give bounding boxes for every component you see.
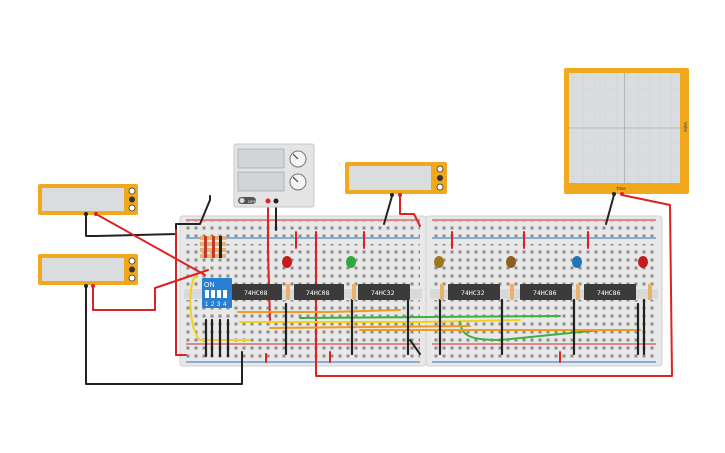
led-blue[interactable]: [572, 256, 582, 268]
probe-terminal-red[interactable]: [91, 284, 95, 288]
chip-label: 74HC08: [306, 289, 330, 297]
knob-icon[interactable]: [129, 266, 135, 273]
chip-u1[interactable]: 74HC08: [232, 284, 282, 300]
psu-current-display: [237, 171, 285, 192]
power-supply[interactable]: OFF: [233, 143, 315, 208]
chip-u5[interactable]: 74HC86: [520, 284, 572, 300]
top-power-rail[interactable]: [186, 221, 420, 237]
wire-black-bridge[interactable]: [409, 339, 421, 355]
scope-probe-red[interactable]: [620, 192, 624, 196]
oscilloscope[interactable]: Time Volts: [564, 68, 689, 196]
resistors[interactable]: [286, 284, 652, 300]
psu-terminal-negative[interactable]: [273, 198, 279, 204]
chip-u4[interactable]: 74HC32: [448, 284, 500, 300]
probe-terminal-black[interactable]: [84, 212, 88, 216]
knob-icon[interactable]: [436, 183, 444, 191]
meter-screen: [42, 258, 124, 281]
chip-u2[interactable]: 74HC08: [294, 284, 344, 300]
meter-screen: [42, 188, 124, 211]
scope-y-label: Volts: [683, 122, 688, 133]
knob-icon[interactable]: [128, 204, 136, 212]
dip-num-1: 1: [205, 302, 209, 308]
probe-terminal-black[interactable]: [84, 284, 88, 288]
resistor-pack[interactable]: [200, 236, 226, 258]
probe-terminal-red[interactable]: [94, 212, 98, 216]
knob-icon[interactable]: [437, 175, 443, 181]
wires[interactable]: [85, 194, 673, 385]
chip-label: 74HC32: [461, 289, 485, 297]
wire-rail-red-left[interactable]: [175, 229, 187, 356]
probe-terminal-black[interactable]: [390, 193, 394, 197]
scope-probe-black[interactable]: [612, 192, 616, 196]
dip-num-3: 3: [217, 302, 221, 308]
knob-icon[interactable]: [128, 257, 136, 265]
terminal-strip-upper[interactable]: [432, 244, 656, 290]
chip-label: 74HC86: [533, 289, 557, 297]
wire-meter2-black[interactable]: [85, 286, 243, 385]
top-power-rail[interactable]: [432, 221, 656, 237]
dip-lever-3[interactable]: [217, 290, 221, 298]
dip-lever-4[interactable]: [223, 290, 227, 298]
dip-num-2: 2: [211, 302, 215, 308]
psu-voltage-display: [237, 148, 285, 169]
knob-icon[interactable]: [128, 274, 136, 282]
multimeter-3[interactable]: [345, 162, 447, 197]
wire-meter3-red[interactable]: [399, 195, 421, 227]
chip-u3[interactable]: 74HC32: [358, 284, 410, 300]
chip-label: 74HC86: [597, 289, 621, 297]
probe-terminal-red[interactable]: [398, 193, 402, 197]
dip-switch[interactable]: ON 1 2 3 4: [202, 278, 232, 308]
chip-label: 74HC32: [371, 289, 395, 297]
led-red-1[interactable]: [282, 256, 292, 268]
knob-icon[interactable]: [129, 196, 135, 203]
power-toggle-label: OFF: [248, 199, 257, 204]
dip-on-label: ON: [204, 282, 215, 289]
wire-green-1[interactable]: [299, 315, 561, 319]
wire-meter2-red[interactable]: [92, 269, 209, 311]
leds[interactable]: [282, 256, 648, 268]
wire-yellow-2[interactable]: [239, 319, 521, 323]
led-olive[interactable]: [434, 256, 444, 268]
bottom-power-rail[interactable]: [186, 345, 420, 361]
bottom-power-rail[interactable]: [432, 345, 656, 361]
knob-icon[interactable]: [128, 187, 136, 195]
dip-lever-2[interactable]: [211, 290, 215, 298]
wire-yellow-1[interactable]: [189, 275, 251, 341]
meter-screen: [349, 166, 431, 190]
wire-scope-black[interactable]: [605, 194, 615, 225]
chip-label: 74HC08: [244, 289, 268, 297]
psu-terminal-positive[interactable]: [265, 198, 271, 204]
multimeter-1[interactable]: [38, 184, 138, 216]
wire-meter1-red[interactable]: [95, 213, 206, 276]
wire-meter3-black[interactable]: [383, 195, 393, 225]
dip-lever-1[interactable]: [205, 290, 209, 298]
led-green[interactable]: [346, 256, 356, 268]
knob-icon[interactable]: [436, 165, 444, 173]
dip-num-4: 4: [223, 302, 227, 308]
scope-x-label: Time: [616, 186, 626, 191]
wire-orange-1[interactable]: [237, 309, 401, 313]
multimeter-2[interactable]: [38, 254, 138, 288]
led-brown[interactable]: [506, 256, 516, 268]
wire-orange-3[interactable]: [269, 325, 471, 329]
led-red-2[interactable]: [638, 256, 648, 268]
chip-u6[interactable]: 74HC86: [584, 284, 636, 300]
